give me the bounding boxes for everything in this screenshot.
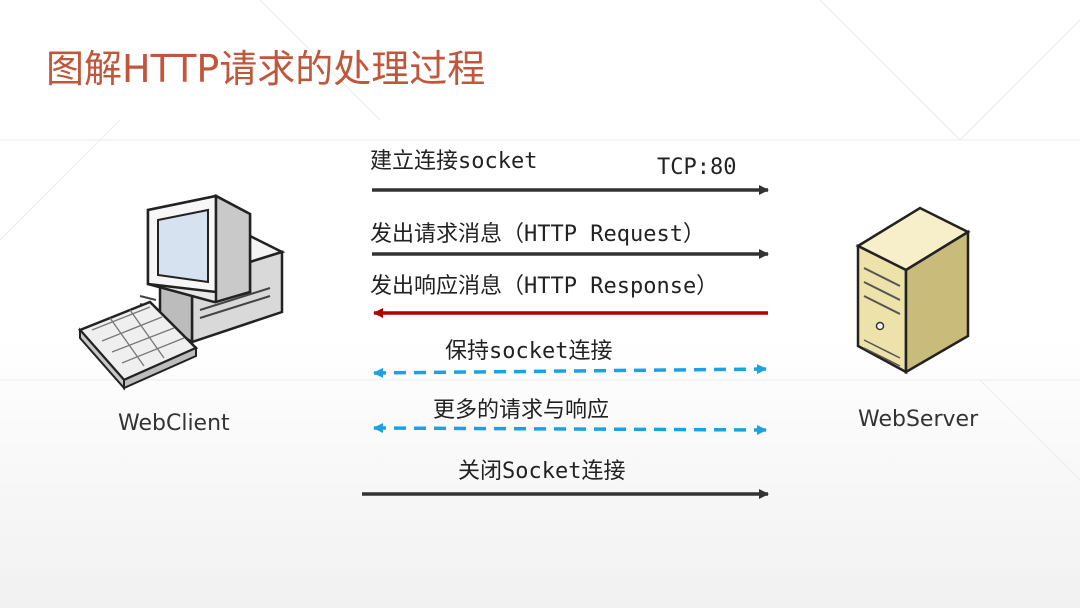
server-label: WebServer <box>858 407 979 432</box>
message-label-keepalive: 保持socket连接 <box>445 339 613 364</box>
message-label-tcp-port: TCP:80 <box>657 155 737 180</box>
message-label-request: 发出请求消息（HTTP Request） <box>370 222 705 247</box>
message-label-close: 关闭Socket连接 <box>458 459 626 484</box>
message-label-more-requests: 更多的请求与响应 <box>433 398 610 423</box>
message-label-connect: 建立连接socket <box>370 149 538 174</box>
client-label: WebClient <box>118 411 230 436</box>
message-label-response: 发出响应消息（HTTP Response） <box>370 274 719 299</box>
page-title: 图解HTTP请求的处理过程 <box>46 47 486 91</box>
